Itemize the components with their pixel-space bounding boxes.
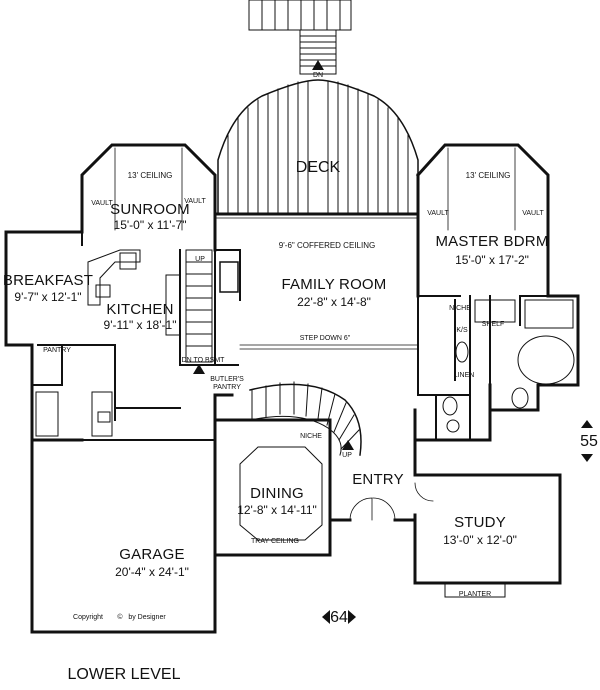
kitchen-name: KITCHEN <box>106 301 174 318</box>
interior-walls <box>31 231 549 441</box>
bath-niche-label: NICHE <box>449 305 471 312</box>
sunroom-dims: 15'-0" x 11'-7" <box>113 218 187 232</box>
deck-stairs <box>248 0 352 75</box>
shelf-label: SHELF <box>481 321 505 328</box>
breakfast-name: BREAKFAST <box>2 272 94 289</box>
entry-up-label: UP <box>342 452 352 459</box>
deck-stairs-down-label: DN <box>312 72 324 79</box>
butlers-pantry-label: PANTRY <box>213 384 241 391</box>
kitchen-fixtures <box>35 249 181 437</box>
breakfast-dims: 9'-7" x 12'-1" <box>14 290 82 304</box>
master-vault-left: VAULT <box>427 210 449 217</box>
master-name: MASTER BDRM <box>435 233 549 250</box>
width-dimension: 64 <box>330 609 348 626</box>
family-name: FAMILY ROOM <box>281 276 387 293</box>
master-vault-right: VAULT <box>522 210 544 217</box>
sunroom-ceiling-label: 13' CEILING <box>127 171 173 180</box>
family-ceiling-label: 9'-6" COFFERED CEILING <box>278 241 376 250</box>
copyright-label: Copyright <box>73 614 103 621</box>
niche-label: NICHE <box>300 433 322 440</box>
stairs-up-label: UP <box>195 256 205 263</box>
depth-dimension: 55 <box>580 433 598 450</box>
family-dims: 22'-8" x 14'-8" <box>297 295 371 309</box>
butlers-label: BUTLER'S <box>210 376 244 383</box>
fireplace <box>219 261 239 293</box>
main-stairs <box>185 249 213 363</box>
dining-tray <box>239 446 323 541</box>
curved-stair <box>249 381 362 456</box>
entry-doors <box>349 482 434 521</box>
linen-label: LINEN <box>453 372 475 379</box>
planter-box <box>444 582 506 598</box>
exterior-walls <box>4 143 580 634</box>
dn-bsmt-label: DN TO BSMT <box>181 357 225 364</box>
sunroom-vault-left: VAULT <box>91 200 113 207</box>
study-dims: 13'-0" x 12'-0" <box>443 533 517 547</box>
family-windows <box>214 217 419 350</box>
garage-name: GARAGE <box>119 546 185 563</box>
ceiling-lines <box>114 147 516 231</box>
pantry-label: PANTRY <box>43 347 71 354</box>
master-dims: 15'-0" x 17'-2" <box>455 253 529 267</box>
dining-dims: 12'-8" x 14'-11" <box>237 503 317 517</box>
copyright-by: by Designer <box>128 614 166 621</box>
dining-ceiling-label: TRAY CEILING <box>251 538 299 545</box>
copyright-symbol: © <box>117 614 123 621</box>
garage-dims: 20'-4" x 24'-1" <box>115 565 189 579</box>
bath-fixtures <box>442 299 575 433</box>
level-label: LOWER LEVEL <box>67 666 181 683</box>
study-name: STUDY <box>454 514 506 531</box>
entry-name: ENTRY <box>352 471 404 488</box>
arrows <box>193 60 593 624</box>
sunroom-name: SUNROOM <box>110 201 190 218</box>
kitchen-dims: 9'-11" x 18'-1" <box>103 318 177 332</box>
deck <box>217 79 419 213</box>
ks-label: K/S <box>456 327 468 334</box>
dining-name: DINING <box>250 485 304 502</box>
deck-label: DECK <box>295 159 341 176</box>
family-step-label: STEP DOWN 6" <box>299 335 351 342</box>
sunroom-vault-right: VAULT <box>184 198 206 205</box>
planter-label: PLANTER <box>458 591 492 598</box>
master-ceiling-label: 13' CEILING <box>465 171 511 180</box>
